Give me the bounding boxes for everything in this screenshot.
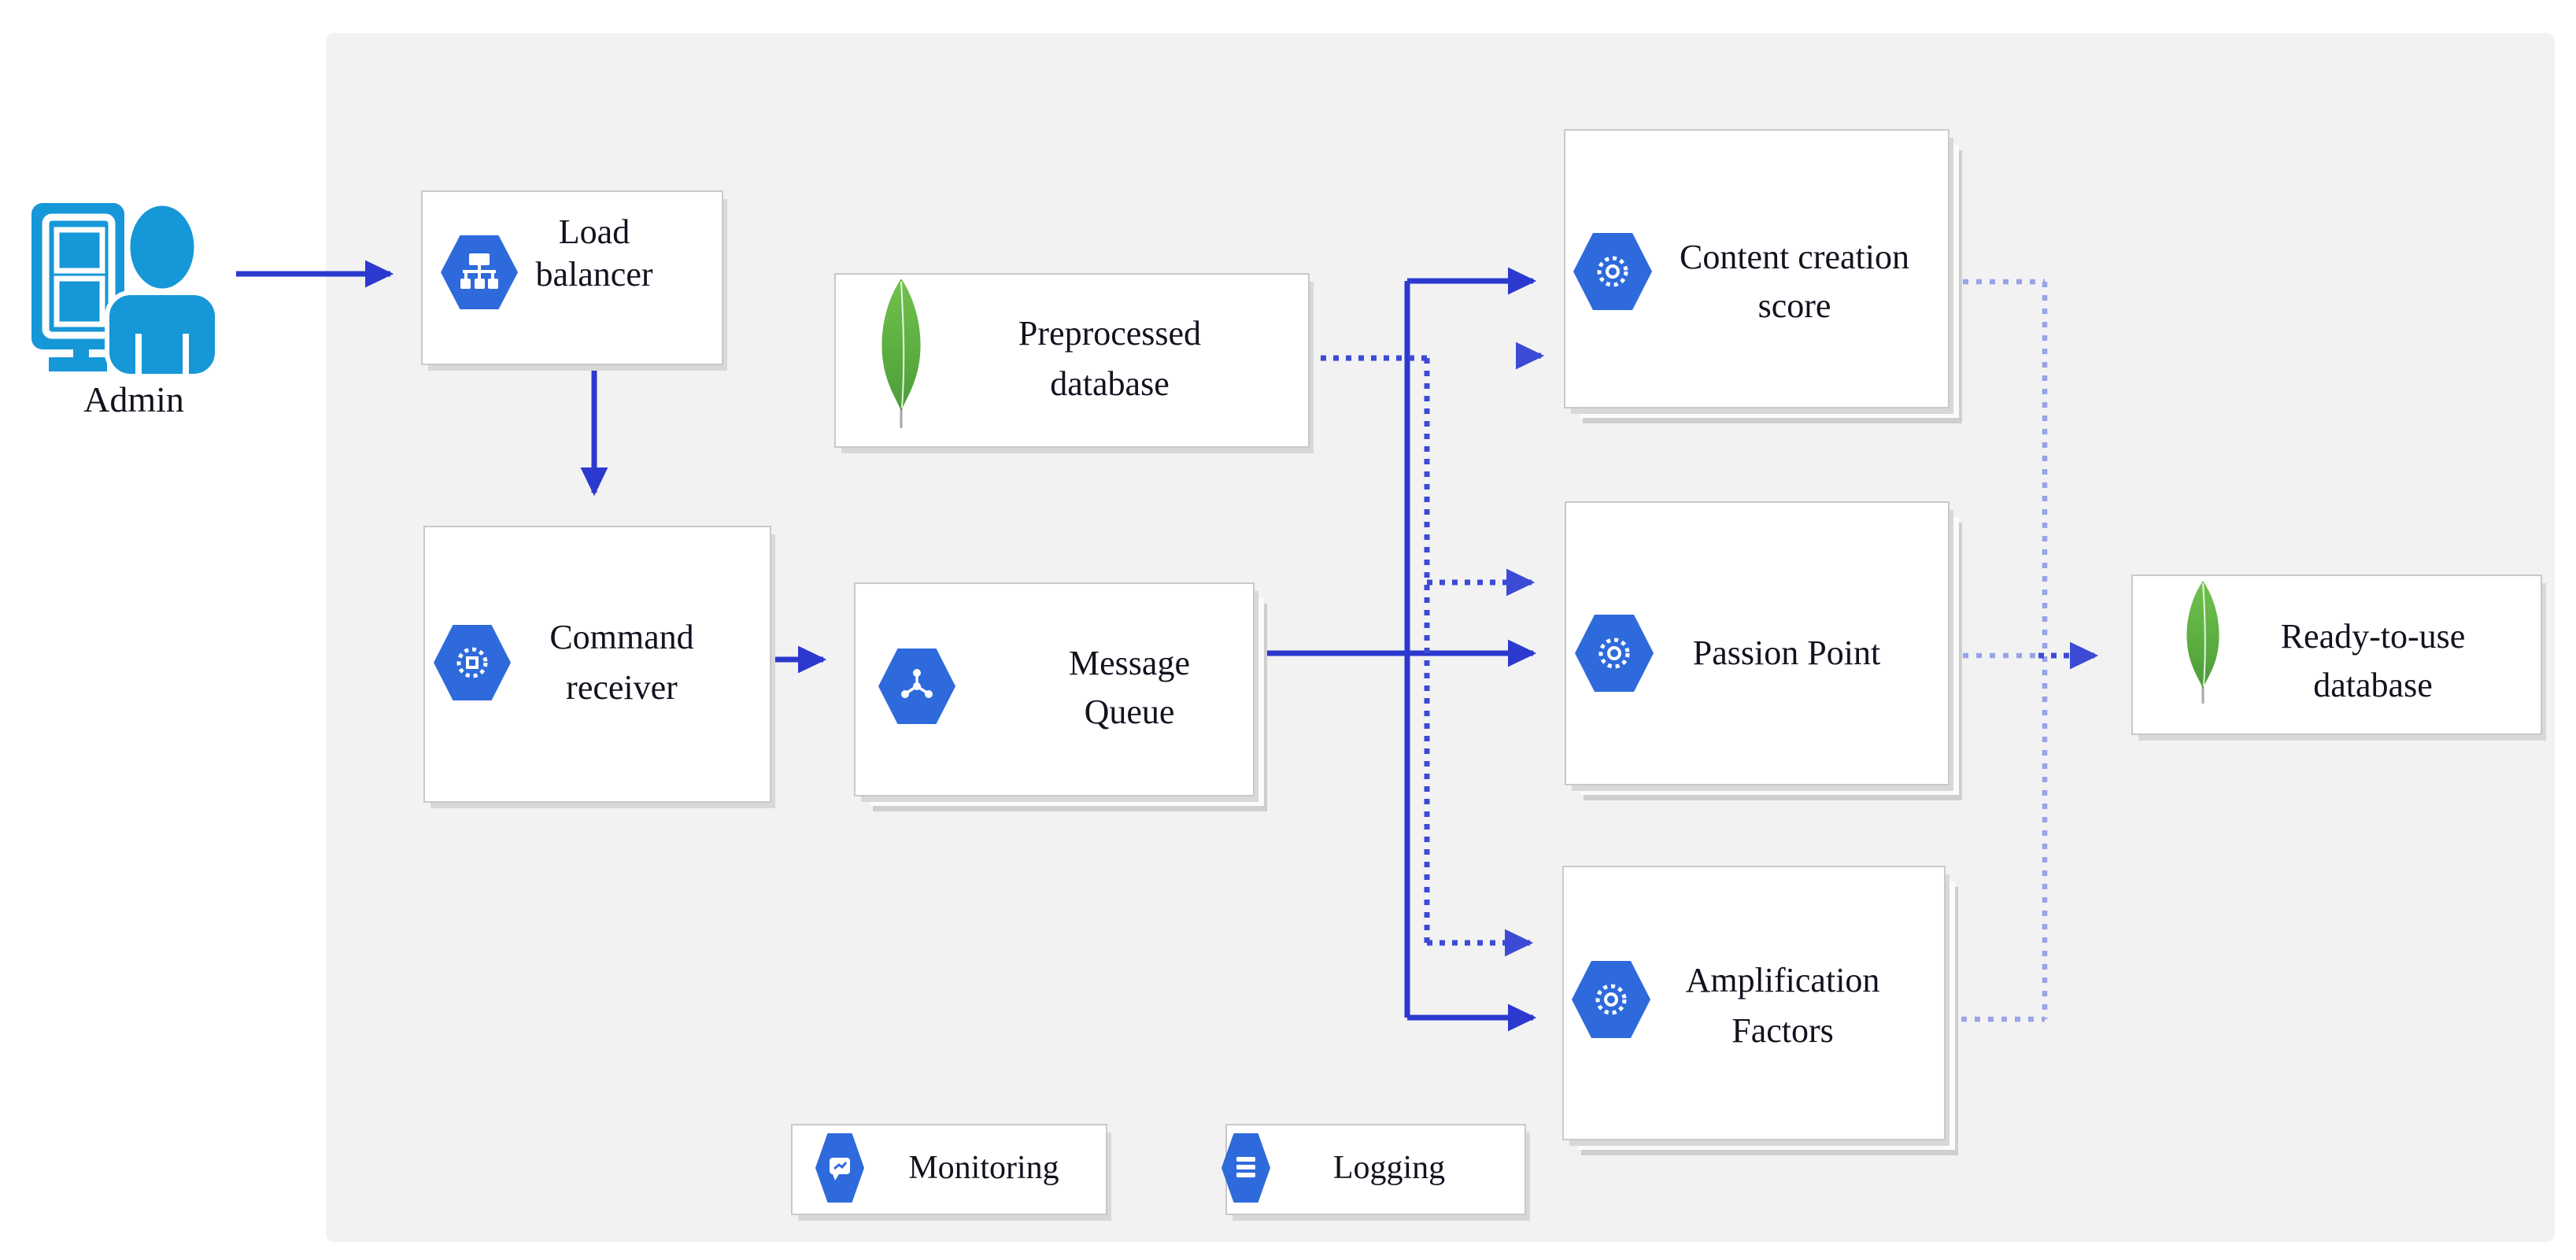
monitoring-label-text: Monitoring: [908, 1150, 1059, 1186]
passion-point-label: Passion Point: [1645, 630, 1928, 677]
node-amplification-factors: [1562, 866, 1946, 1140]
content-creation-label: Content creation score: [1641, 233, 1948, 331]
preprocessed-db-label: Preprocessed database: [964, 309, 1255, 409]
amplification-label-line2: Factors: [1732, 1011, 1834, 1050]
monitoring-label: Monitoring: [870, 1144, 1098, 1192]
admin-label-text: Admin: [83, 379, 184, 419]
ready-db-mongodb-leaf-icon: [2186, 581, 2219, 704]
ready-db-label: Ready-to-use database: [2243, 612, 2503, 710]
passion-point-label-line1: Passion Point: [1692, 634, 1881, 672]
load-balancer-label: Load balancer: [480, 211, 708, 296]
command-receiver-label: Command receiver: [508, 612, 736, 713]
admin-user-workstation-icon: [31, 200, 220, 378]
ready-db-label-line2: database: [2313, 666, 2433, 704]
logging-label-text: Logging: [1332, 1150, 1446, 1186]
content-creation-label-line2: score: [1757, 286, 1831, 325]
node-logging: [1225, 1124, 1526, 1215]
message-queue-label-line2: Queue: [1084, 693, 1175, 731]
message-queue-label: Message Queue: [1031, 639, 1228, 737]
message-queue-label-line1: Message: [1069, 644, 1190, 682]
logging-label: Logging: [1279, 1144, 1499, 1192]
admin-label: Admin: [31, 376, 236, 423]
message-queue-pubsub-hexagon-icon: [878, 648, 955, 724]
amplification-label-line1: Amplification: [1685, 961, 1880, 1000]
preprocessed-db-label-line2: database: [1050, 364, 1170, 403]
amplification-label: Amplification Factors: [1645, 955, 1920, 1056]
command-receiver-label-line2: receiver: [566, 668, 678, 707]
command-receiver-label-line1: Command: [549, 618, 694, 656]
load-balancer-label-line2: balancer: [535, 255, 653, 294]
preprocessed-db-mongodb-leaf-icon: [881, 279, 921, 428]
content-creation-label-line1: Content creation: [1679, 238, 1909, 276]
load-balancer-label-line1: Load: [558, 212, 630, 251]
monitoring-chat-hexagon-icon: [815, 1133, 864, 1203]
ready-db-label-line1: Ready-to-use: [2280, 617, 2466, 656]
logging-list-hexagon-icon: [1221, 1133, 1270, 1203]
preprocessed-db-label-line1: Preprocessed: [1018, 314, 1202, 353]
